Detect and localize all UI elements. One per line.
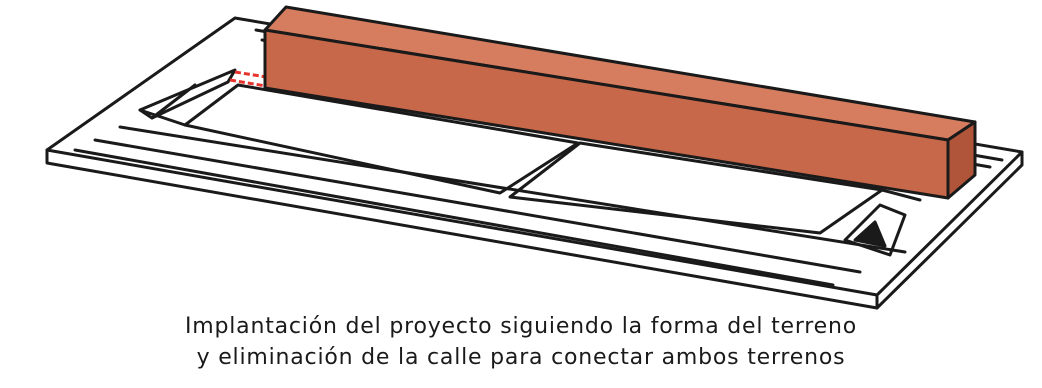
road-band-2 [93, 138, 862, 274]
building-end-face [946, 120, 977, 200]
caption-line-1: Implantación del proyecto siguiendo la f… [184, 314, 858, 339]
road-band-1 [73, 148, 835, 287]
building-volume [263, 5, 977, 200]
right-corner-line [880, 188, 922, 202]
right-corner-triangle [853, 220, 887, 248]
left-corner-line [150, 83, 197, 120]
road-band-3 [118, 125, 907, 254]
caption-line-2: y eliminación de la calle para conectar … [196, 345, 846, 370]
right-corner-block [843, 203, 907, 257]
left-corner-block [138, 68, 237, 120]
left-corner-diagonal [138, 108, 187, 127]
